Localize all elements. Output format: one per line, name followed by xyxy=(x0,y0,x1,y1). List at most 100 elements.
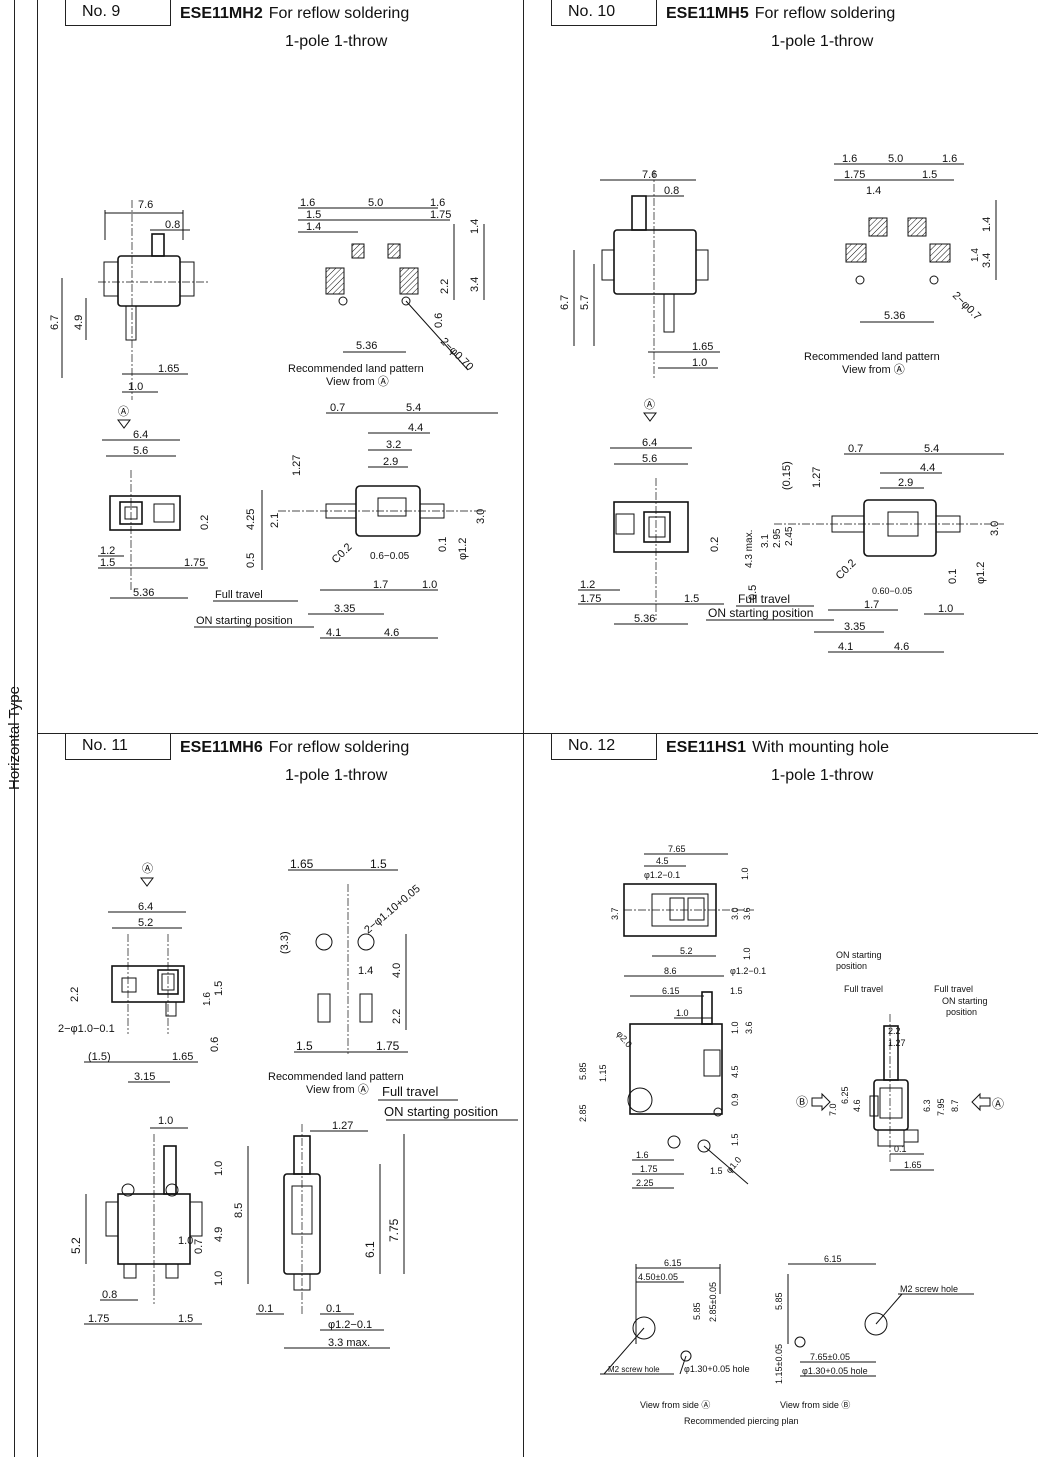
pole-throw: 1-pole 1-throw xyxy=(285,33,388,50)
dim-text: 5.85 xyxy=(774,1292,784,1310)
dim-text: 3.3 max. xyxy=(328,1337,370,1349)
dim-text: 8.7 xyxy=(950,1099,960,1112)
dim-text: 1.7 xyxy=(864,599,879,611)
dim-text: 2.45 xyxy=(784,526,795,546)
dim-text: 5.4 xyxy=(406,402,421,414)
dim-text: 0.7 xyxy=(330,402,345,414)
panel-number: No. 10 xyxy=(551,0,657,26)
dim-text: 1.0 xyxy=(676,1008,689,1018)
dim-text: 7.65±0.05 xyxy=(810,1352,850,1362)
side-a-marker: Ⓐ xyxy=(992,1097,1004,1111)
dim-text: 7.95 xyxy=(936,1098,946,1116)
dim-text: 5.6 xyxy=(642,453,657,465)
dim-text: 1.4 xyxy=(306,221,321,233)
callout: Full travel xyxy=(934,984,973,994)
land-pattern: 1.6 5.0 1.6 1.5 1.75 1.4 1.4 2.2 3.4 0.6… xyxy=(288,197,485,388)
dim-text: φ1.30+0.05 hole xyxy=(802,1366,868,1376)
dim-text: 4.4 xyxy=(408,422,423,434)
dim-text: 6.15 xyxy=(664,1258,682,1268)
dim-text: 1.0 xyxy=(730,1021,740,1034)
dim-text: 4.6 xyxy=(384,627,399,639)
land-caption: Recommended land pattern xyxy=(804,351,940,363)
dim-text: 1.75 xyxy=(844,169,865,181)
drawing-no-9: 7.6 0.8 6.7 4.9 1.65 1.0 1.6 xyxy=(49,197,498,639)
dim-text: (0.15) xyxy=(781,461,793,490)
dim-text: 3.4 xyxy=(469,277,481,292)
dim-text: 4.3 max. xyxy=(744,530,755,568)
dim-text: 1.6 xyxy=(430,197,445,209)
dim-text: 2.2 xyxy=(69,987,81,1002)
callout: ON starting xyxy=(836,950,882,960)
front-view: 6.4 5.6 0.2 1.2 1.5 1.75 5.36 xyxy=(98,429,211,599)
dim-text: 0.2 xyxy=(709,537,721,552)
callout: Full travel xyxy=(844,984,883,994)
dim-text: 7.6 xyxy=(138,199,153,211)
dim-text: 2.9 xyxy=(898,477,913,489)
full-travel-label: Full travel xyxy=(215,589,263,601)
dim-text: 3.7 xyxy=(610,907,620,920)
piercing-plan-b: 6.15 5.85 M2 screw hole 1.15±0.05 7.65±0… xyxy=(774,1254,974,1384)
dim-text: C0.2 xyxy=(834,557,859,582)
dim-text: 5.0 xyxy=(368,197,383,209)
down-arrow-icon xyxy=(140,877,154,887)
dim-text: 2.1 xyxy=(269,513,281,528)
on-start-label: ON starting position xyxy=(384,1104,498,1119)
dim-text: φ1.2−0.1 xyxy=(644,870,680,880)
dim-text: 1.0 xyxy=(740,867,750,880)
dim-text: 5.2 xyxy=(69,1237,83,1254)
dim-text: 7.75 xyxy=(387,1218,401,1242)
dim-text: 0.1 xyxy=(437,537,449,552)
dim-text: 1.65 xyxy=(158,363,179,375)
view-a-marker: Ⓐ xyxy=(644,398,655,411)
dim-text: 1.6 xyxy=(842,153,857,165)
dim-text: 1.4 xyxy=(358,965,373,977)
dim-text: 2.2 xyxy=(888,1026,901,1036)
dim-text: 2−φ1.0−0.1 xyxy=(58,1023,115,1035)
dim-text: 1.6 xyxy=(942,153,957,165)
view-a-marker: Ⓐ xyxy=(118,405,129,418)
dim-text: 3.0 xyxy=(989,521,1001,536)
dim-text: 5.2 xyxy=(138,917,153,929)
land-caption: Recommended land pattern xyxy=(268,1071,404,1083)
dim-text: 3.4 xyxy=(981,253,993,268)
callout: ON starting xyxy=(942,996,988,1006)
front-view: 6.4 5.6 0.2 1.2 1.75 1.5 5.36 xyxy=(578,437,724,625)
callout: position xyxy=(836,961,867,971)
inner-left-border xyxy=(37,0,38,1457)
dim-text: 2−φ0.7 xyxy=(950,290,983,323)
dim-text: 1.75 xyxy=(430,209,451,221)
dim-text: 1.0 xyxy=(213,1161,225,1176)
dim-text: φ1.2−0.1 xyxy=(730,966,766,976)
dim-text: 0.5 xyxy=(747,585,759,600)
dim-text: 1.5 xyxy=(178,1313,193,1325)
dim-text: 8.5 xyxy=(233,1203,245,1218)
dim-text: 1.5 xyxy=(684,593,699,605)
dim-text: 2−φ1.10+0.05 xyxy=(362,883,423,936)
dim-text: 1.15 xyxy=(598,1064,608,1082)
dim-text: 1.75 xyxy=(376,1039,400,1053)
dim-text: 1.5 xyxy=(730,986,743,996)
dim-text: 1.27 xyxy=(888,1038,906,1048)
model-desc: For reflow soldering xyxy=(268,5,410,22)
model-name: ESE11MH5 xyxy=(666,5,749,22)
dim-text: 0.8 xyxy=(102,1289,117,1301)
dim-text: 0.1 xyxy=(258,1303,273,1315)
dim-text: 4.9 xyxy=(213,1227,225,1242)
dim-text: 0.8 xyxy=(165,219,180,231)
dim-text: 1.5 xyxy=(306,209,321,221)
full-travel-label: Full travel xyxy=(738,592,790,606)
dim-text: 1.65 xyxy=(290,857,314,871)
dim-text: 1.65 xyxy=(904,1160,922,1170)
dim-text: (1.5) xyxy=(88,1051,111,1063)
dim-text: 0.6−0.05 xyxy=(370,551,410,562)
dim-text: φ1.2 xyxy=(457,538,469,560)
dim-text: 1.2 xyxy=(580,579,595,591)
dim-text: 1.0 xyxy=(178,1235,193,1247)
dim-text: 1.27 xyxy=(811,467,823,488)
type-label: Horizontal Type xyxy=(6,686,23,790)
side-view: 2.2 1.27 7.0 6.25 4.6 6.3 7.95 8.7 0.1 1… xyxy=(796,950,1004,1171)
dim-text: 4.1 xyxy=(326,627,341,639)
